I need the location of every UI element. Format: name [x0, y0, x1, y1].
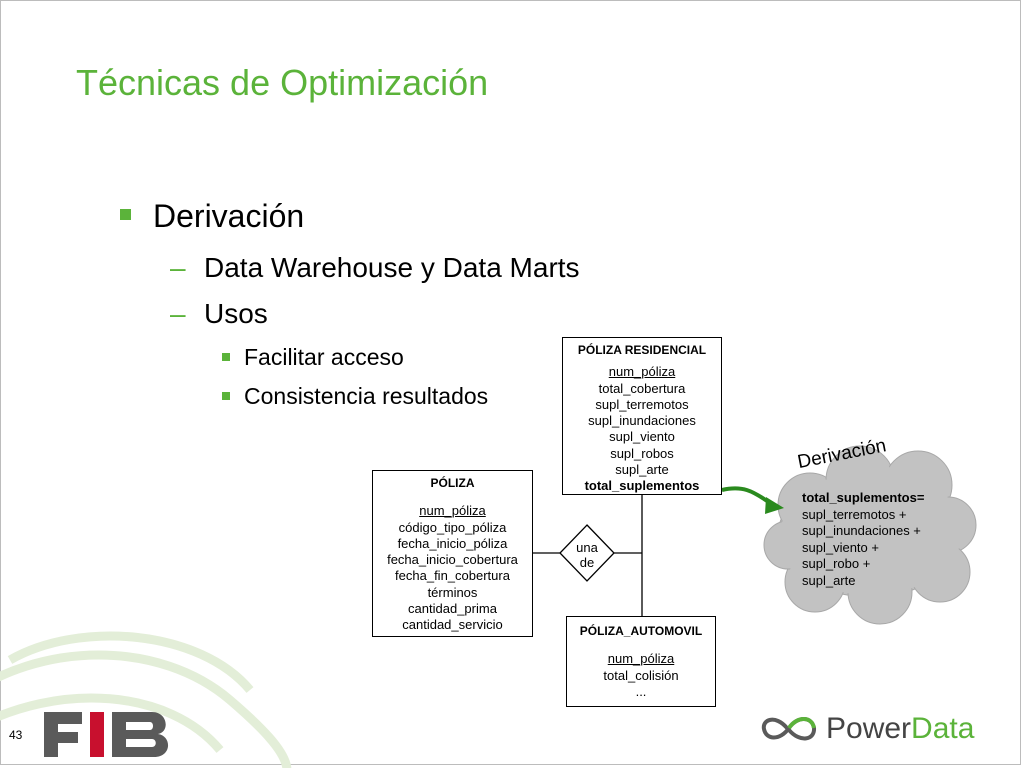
powerdata-logo-mark — [761, 717, 816, 741]
formula-line: supl_robo + — [802, 556, 871, 571]
entity-header: PÓLIZA_AUTOMOVIL — [579, 624, 703, 638]
attribute: código_tipo_póliza — [398, 519, 507, 535]
sub-sub-bullet-facilitar: Facilitar acceso — [222, 344, 404, 371]
sub-sub-bullet-text: Facilitar acceso — [244, 344, 404, 370]
slide-title: Técnicas de Optimización — [76, 62, 489, 103]
relationship-diamond — [559, 524, 615, 582]
derivation-formula: total_suplementos= supl_terremotos + sup… — [802, 490, 924, 589]
powerdata-power: Power — [826, 712, 912, 745]
entity-poliza-residencial: PÓLIZA RESIDENCIAL num_póliza total_cobe… — [562, 337, 722, 495]
primary-key: num_póliza — [608, 364, 676, 380]
attribute: términos — [427, 584, 478, 600]
sub-bullet-usos: –Usos — [170, 298, 268, 330]
sub-bullet-data-warehouse: –Data Warehouse y Data Marts — [170, 252, 580, 284]
formula-line: supl_viento + — [802, 539, 879, 555]
sub-bullet-text: Usos — [204, 298, 268, 329]
relationship-line-2: de — [579, 555, 595, 570]
entity-poliza: PÓLIZA num_póliza código_tipo_póliza fec… — [372, 470, 533, 637]
powerdata-data: Data — [911, 712, 975, 745]
formula-line: supl_arte — [802, 572, 856, 588]
derived-attribute: total_suplementos — [584, 478, 700, 494]
powerdata-wordmark: PowerData — [826, 712, 974, 746]
entity-poliza-automovil: PÓLIZA_AUTOMOVIL num_póliza total_colisi… — [566, 616, 716, 707]
page-number: 43 — [9, 728, 23, 742]
formula-line: supl_terremotos + — [802, 506, 907, 522]
bullet-square-icon — [222, 353, 230, 361]
attribute: supl_arte — [615, 462, 669, 478]
primary-key: num_póliza — [419, 503, 486, 519]
derivation-arrow — [721, 486, 774, 506]
attribute: supl_terremotos — [595, 396, 689, 412]
primary-key: num_póliza — [607, 651, 675, 667]
relationship-line-1: una — [576, 540, 598, 555]
attribute: fecha_inicio_cobertura — [387, 552, 518, 568]
sub-bullet-text: Data Warehouse y Data Marts — [204, 252, 580, 283]
sub-sub-bullet-consistencia: Consistencia resultados — [222, 383, 488, 410]
bullet-text: Derivación — [153, 198, 305, 234]
entity-header: PÓLIZA — [430, 476, 475, 490]
attribute: fecha_fin_cobertura — [395, 568, 510, 584]
attribute: supl_inundaciones — [588, 413, 696, 429]
attribute: total_cobertura — [598, 380, 686, 396]
attribute: supl_robos — [610, 445, 674, 461]
bullet-square-icon — [120, 209, 131, 220]
relationship-label: una de — [562, 540, 612, 570]
formula-head: total_suplementos= — [802, 490, 925, 505]
attribute: cantidad_servicio — [402, 617, 503, 633]
bullet-derivacion: Derivación — [120, 198, 304, 235]
entity-header: PÓLIZA RESIDENCIAL — [577, 343, 707, 357]
arrow-head-icon — [765, 497, 784, 514]
attribute: fecha_inicio_póliza — [397, 535, 508, 551]
attribute: cantidad_prima — [408, 601, 497, 617]
dash-icon: – — [170, 298, 186, 329]
attribute: ... — [635, 683, 647, 699]
sub-sub-bullet-text: Consistencia resultados — [244, 383, 489, 409]
attribute: total_colisión — [603, 667, 679, 683]
dash-icon: – — [170, 252, 186, 283]
fib-logo — [44, 712, 169, 757]
attribute: supl_viento — [609, 429, 675, 445]
formula-line: supl_inundaciones + — [802, 523, 921, 538]
bullet-square-icon — [222, 392, 230, 400]
